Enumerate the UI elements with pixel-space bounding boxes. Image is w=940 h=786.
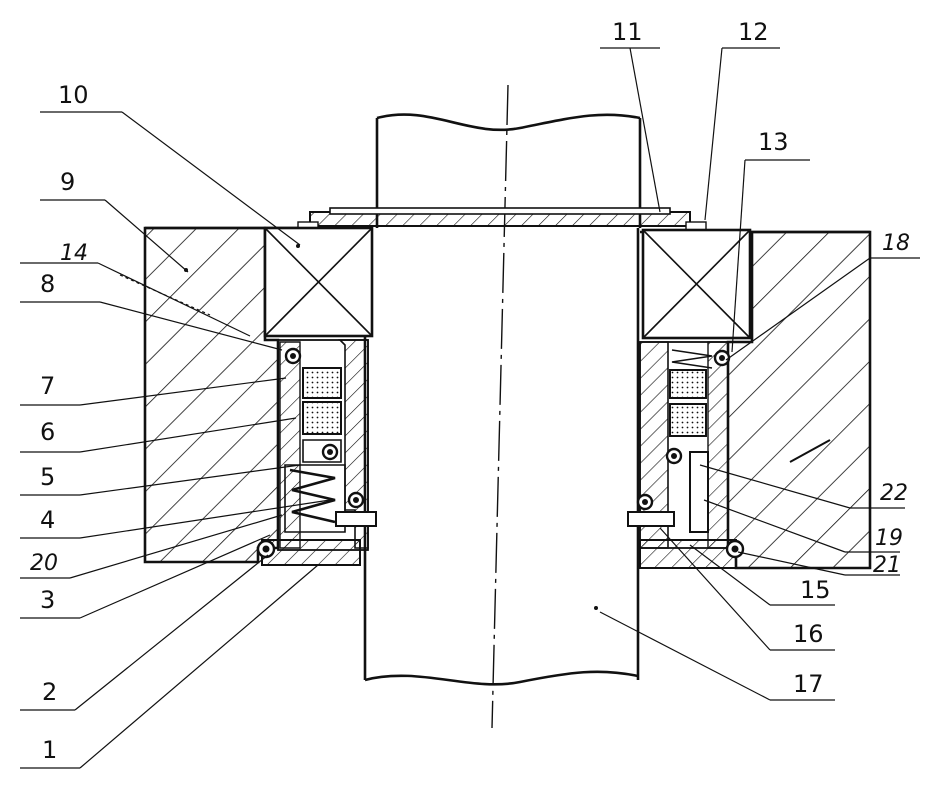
leader-lines: [20, 47, 920, 769]
seal-ring-lower: [302, 401, 342, 435]
left-seal-assembly: [256, 339, 377, 566]
shaft: [363, 84, 642, 729]
part-labels: 10 9 14 8 7 6 5 4 20 3 2 1 11 12 13 18 2…: [30, 18, 910, 764]
label-12: 12: [738, 18, 769, 46]
label-17: 17: [793, 670, 824, 698]
flow-arrow: [789, 439, 831, 463]
label-2: 2: [42, 678, 57, 706]
seal-ring-upper: [669, 369, 707, 399]
label-3: 3: [40, 586, 55, 614]
housing-mark: [184, 268, 188, 272]
label-9: 9: [60, 168, 75, 196]
top-cover-plate: [297, 207, 707, 231]
drive-pin: [627, 511, 675, 527]
label-13: 13: [758, 128, 789, 156]
label-20: 20: [30, 551, 58, 576]
seal-ring-lower: [669, 403, 707, 437]
spring: [671, 349, 713, 369]
label-18: 18: [882, 231, 910, 256]
housing-mark: [296, 244, 300, 248]
shaft-bottom-break: [364, 670, 639, 686]
bearing-left: [263, 226, 374, 338]
label-22: 22: [880, 481, 908, 506]
label-14: 14: [60, 241, 88, 266]
label-8: 8: [40, 270, 55, 298]
label-4: 4: [40, 506, 55, 534]
shaft-mark: [594, 606, 598, 610]
label-21: 21: [873, 553, 901, 578]
drive-pin: [335, 511, 377, 527]
shaft-top-break: [376, 113, 641, 132]
label-11: 11: [612, 18, 643, 46]
center-line: [491, 84, 509, 729]
spring: [289, 468, 336, 524]
label-6: 6: [40, 418, 55, 446]
label-10: 10: [58, 81, 89, 109]
label-15: 15: [800, 576, 831, 604]
label-1: 1: [42, 736, 57, 764]
seal-ring-upper: [302, 367, 342, 399]
housing: [143, 226, 872, 570]
housing-left: [143, 226, 280, 564]
label-7: 7: [40, 372, 55, 400]
bearing-right: [641, 228, 752, 340]
label-5: 5: [40, 463, 55, 491]
right-seal-assembly: [627, 341, 745, 569]
label-19: 19: [875, 526, 903, 551]
drive-pin: [689, 451, 709, 533]
label-16: 16: [793, 620, 824, 648]
